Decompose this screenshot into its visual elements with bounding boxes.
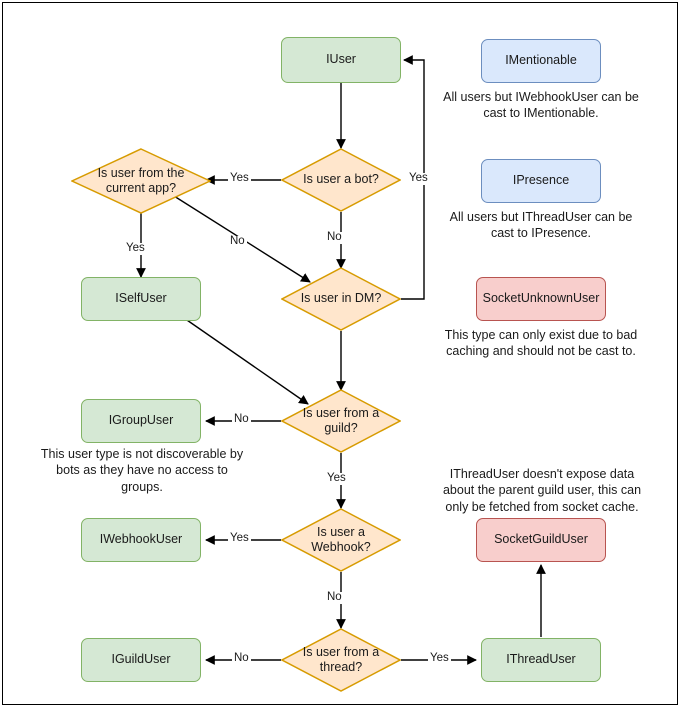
note-ipresence: All users but IThreadUser can be cast to… [449, 210, 633, 241]
edge-label-isbot-yes: Yes [228, 172, 251, 185]
node-iselfuser[interactable]: ISelfUser [81, 277, 201, 321]
diamond-shape [281, 508, 401, 572]
note-igroupuser: This user type is not discoverable by bo… [40, 447, 244, 494]
node-socketguilduser-label: SocketGuildUser [494, 532, 588, 547]
edge-label-currentapp-yes: Yes [124, 242, 147, 255]
node-iuser-label: IUser [326, 52, 356, 67]
node-ipresence[interactable]: IPresence [481, 159, 601, 203]
diamond-shape [281, 148, 401, 212]
node-socketunknownuser-label: SocketUnknownUser [482, 291, 600, 306]
node-socketguilduser[interactable]: SocketGuildUser [476, 518, 606, 562]
node-is-user-a-webhook[interactable]: Is user a Webhook? [281, 508, 401, 572]
node-ithreaduser[interactable]: IThreadUser [481, 638, 601, 682]
node-igroupuser-label: IGroupUser [108, 413, 174, 428]
node-is-user-from-a-guild-label: Is user from a guild? [302, 405, 380, 435]
node-igroupuser[interactable]: IGroupUser [81, 399, 201, 443]
diamond-shape [281, 628, 401, 692]
node-iguilduser-label: IGuildUser [111, 652, 171, 667]
node-iselfuser-label: ISelfUser [115, 291, 167, 306]
node-imentionable[interactable]: IMentionable [481, 39, 601, 83]
diamond-shape [71, 148, 211, 214]
edge-label-isguild-yes: Yes [325, 472, 348, 485]
node-imentionable-label: IMentionable [505, 53, 577, 68]
node-iwebhookuser[interactable]: IWebhookUser [81, 518, 201, 562]
node-is-user-a-bot-label: Is user a bot? [303, 172, 379, 187]
node-iuser[interactable]: IUser [281, 37, 401, 83]
edge-label-isthread-no: No [232, 652, 251, 665]
diagram-frame-border [2, 2, 678, 705]
node-is-user-from-a-guild[interactable]: Is user from a guild? [281, 389, 401, 453]
node-iguilduser[interactable]: IGuildUser [81, 638, 201, 682]
node-is-user-in-dm-label: Is user in DM? [300, 291, 382, 306]
edge-label-currentapp-no: No [228, 235, 247, 248]
node-is-user-in-dm[interactable]: Is user in DM? [281, 267, 401, 331]
edge-label-isguild-no: No [232, 413, 251, 426]
node-is-user-from-a-thread[interactable]: Is user from a thread? [281, 628, 401, 692]
node-is-user-from-current-app[interactable]: Is user from the current app? [71, 148, 211, 214]
diamond-shape [281, 267, 401, 331]
note-socketguilduser: IThreadUser doesn't expose data about th… [442, 467, 642, 514]
node-socketunknownuser[interactable]: SocketUnknownUser [476, 277, 606, 321]
node-iwebhookuser-label: IWebhookUser [99, 532, 183, 547]
edge-label-isbot-no: No [325, 231, 344, 244]
diamond-shape [281, 389, 401, 453]
edge-label-iswebhook-yes: Yes [228, 532, 251, 545]
note-socketunknownuser: This type can only exist due to bad cach… [444, 328, 638, 359]
node-ithreaduser-label: IThreadUser [506, 652, 576, 667]
node-is-user-from-a-thread-label: Is user from a thread? [302, 644, 380, 674]
edge-label-isthread-yes: Yes [428, 652, 451, 665]
node-is-user-from-current-app-label: Is user from the current app? [97, 165, 185, 195]
node-is-user-a-webhook-label: Is user a Webhook? [311, 524, 371, 554]
edge-label-iswebhook-no: No [325, 591, 344, 604]
edge-label-isdm-yes: Yes [407, 172, 430, 185]
node-is-user-a-bot[interactable]: Is user a bot? [281, 148, 401, 212]
node-ipresence-label: IPresence [512, 173, 570, 188]
note-imentionable: All users but IWebhookUser can be cast t… [443, 90, 639, 121]
